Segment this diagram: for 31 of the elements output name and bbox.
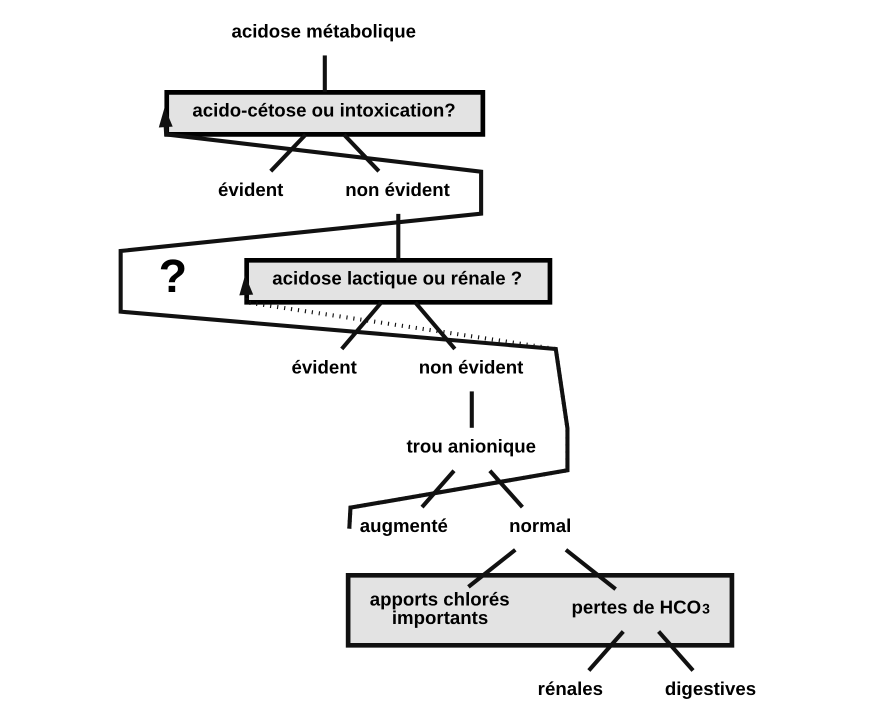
connector — [657, 630, 695, 672]
node-box: acidose lactique ou rénale ? — [244, 258, 552, 305]
node-text: non évident — [345, 178, 450, 200]
node-text: normal — [509, 514, 572, 536]
node-text: acidose métabolique — [231, 20, 416, 42]
connector — [342, 133, 380, 173]
node-box: acido-cétose ou intoxication? — [164, 90, 486, 137]
connector — [420, 469, 456, 508]
connector — [564, 548, 617, 591]
connector — [322, 55, 327, 92]
node-text: augmenté — [360, 514, 448, 536]
node-text: digestives — [664, 678, 756, 700]
node-text: pertes de HCO3 — [572, 596, 710, 618]
label: ? — [158, 250, 188, 302]
connector — [340, 301, 383, 350]
node-text: rénales — [538, 678, 604, 700]
arrow — [118, 107, 570, 529]
connector — [269, 133, 307, 173]
connector — [488, 469, 524, 508]
connector — [587, 630, 625, 672]
arrow — [239, 275, 570, 529]
connector — [470, 391, 474, 428]
node-text: non évident — [418, 356, 524, 378]
node-text: évident — [292, 356, 357, 378]
node-text: évident — [218, 178, 284, 200]
connector — [396, 214, 400, 260]
cluster — [346, 572, 734, 648]
node-text: trou anionique — [406, 436, 536, 457]
node-text: apports chlorés importants — [370, 588, 510, 628]
connector — [467, 548, 517, 588]
connector — [414, 301, 456, 350]
